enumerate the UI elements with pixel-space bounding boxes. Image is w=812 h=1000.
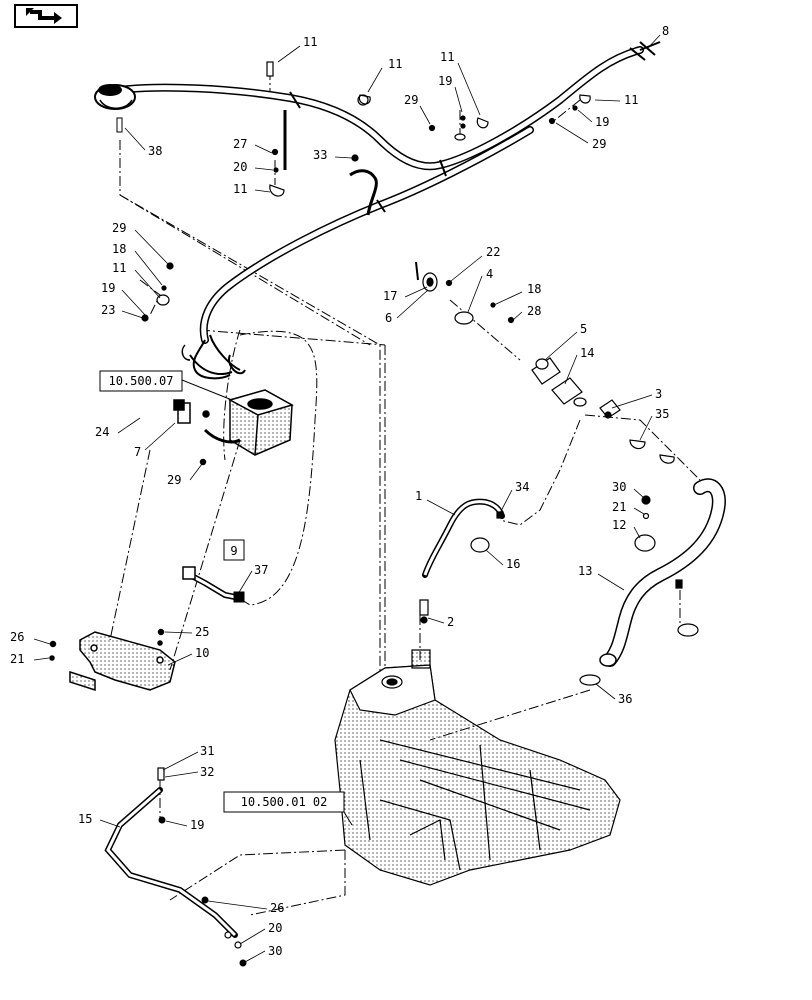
callout: 19: [438, 74, 452, 88]
callout: 2: [447, 615, 454, 629]
main-harness: [116, 41, 661, 380]
assembly-lines: [109, 70, 701, 916]
callout: 30: [268, 944, 282, 958]
callout: 30: [612, 480, 626, 494]
callout: 12: [612, 518, 626, 532]
callout: 32: [200, 765, 214, 779]
callout: 1: [415, 489, 422, 503]
fuel-lines: [422, 478, 726, 667]
callout: 26: [10, 630, 24, 644]
page-turn-icon: [26, 8, 62, 24]
callout: 18: [112, 242, 126, 256]
callout: 6: [385, 311, 392, 325]
callout: 11: [112, 261, 126, 275]
callout: 34: [515, 480, 529, 494]
callout: 18: [527, 282, 541, 296]
callout: 20: [268, 921, 282, 935]
callout: 29: [404, 93, 418, 107]
callout: 5: [580, 322, 587, 336]
reference-boxes: 10.500.07 9 10.500.01 02: [99, 370, 353, 826]
callout: 37: [254, 563, 268, 577]
fuel-tank: [334, 664, 621, 886]
callout: 17: [383, 289, 397, 303]
callout: 13: [578, 564, 592, 578]
callout: 38: [148, 144, 162, 158]
callout: 7: [134, 445, 141, 459]
callout: 21: [10, 652, 24, 666]
callout: 20: [233, 160, 247, 174]
callout: 25: [195, 625, 209, 639]
fasteners-top: [141, 61, 591, 322]
callout: 8: [662, 24, 669, 38]
callout: 26: [270, 901, 284, 915]
callout: 19: [190, 818, 204, 832]
ref-tank-label: 10.500.01 02: [241, 795, 328, 809]
callout: 36: [618, 692, 632, 706]
callout: 21: [612, 500, 626, 514]
callout: 11: [624, 93, 638, 107]
callout: 29: [112, 221, 126, 235]
callout: 29: [592, 137, 606, 151]
callout: 29: [167, 473, 181, 487]
callout: 23: [101, 303, 115, 317]
callout: 28: [527, 304, 541, 318]
callout: 35: [655, 407, 669, 421]
callout: 33: [313, 148, 327, 162]
callout: 3: [655, 387, 662, 401]
bracket: [49, 628, 176, 692]
callout: 19: [101, 281, 115, 295]
callouts: 11 11 11 19 29 8 11 19 29 38 27 33 20 11…: [10, 24, 669, 963]
end-connector: [94, 84, 136, 133]
callout: 27: [233, 137, 247, 151]
callout: 31: [200, 744, 214, 758]
sensor-harness: [182, 566, 245, 603]
callout: 4: [486, 267, 493, 281]
callout: 24: [95, 425, 109, 439]
callout: 15: [78, 812, 92, 826]
callout: 16: [506, 557, 520, 571]
callout: 10: [195, 646, 209, 660]
support-rod: [104, 767, 247, 967]
callout: 19: [595, 115, 609, 129]
callout: 11: [233, 182, 247, 196]
control-module: [173, 344, 294, 466]
callout: 22: [486, 245, 500, 259]
nav-button[interactable]: [14, 4, 78, 28]
callout: 11: [440, 50, 454, 64]
callout: 14: [580, 346, 594, 360]
callout: 11: [303, 35, 317, 49]
ref-module-label: 10.500.07: [108, 374, 173, 388]
ref-harness-label: 9: [230, 544, 237, 558]
callout: 11: [388, 57, 402, 71]
fuel-fittings: [411, 261, 699, 686]
